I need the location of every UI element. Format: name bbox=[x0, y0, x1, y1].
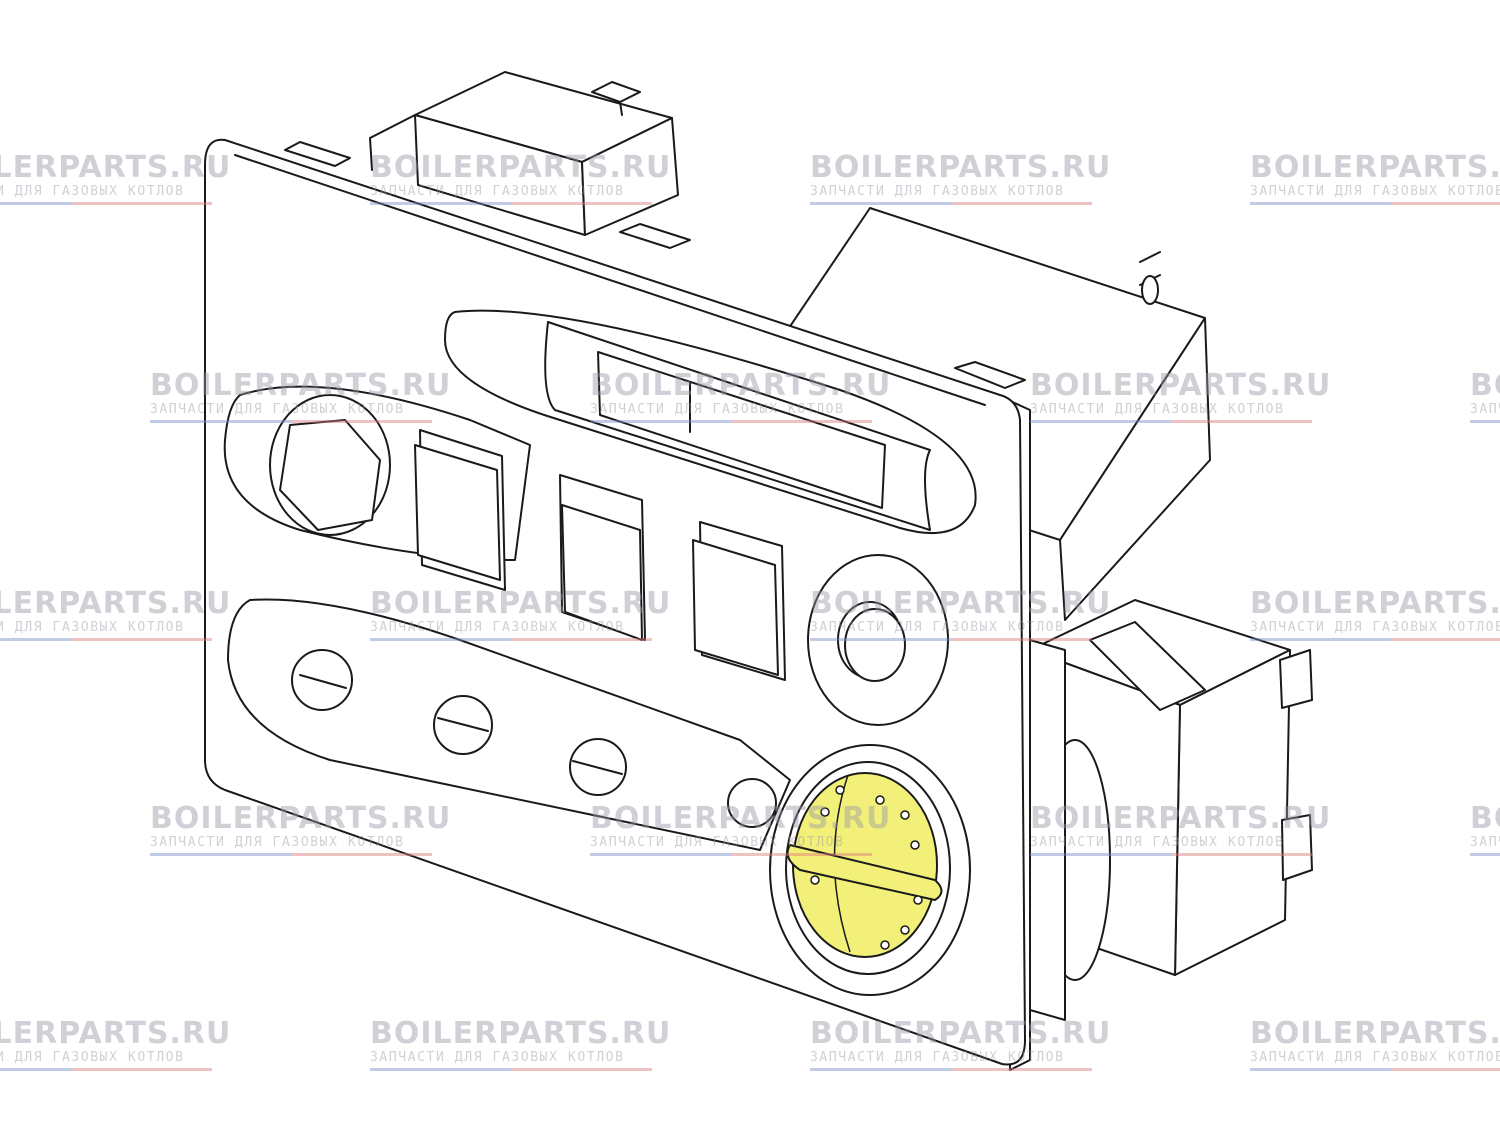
thermostat-body bbox=[1029, 599, 1313, 981]
temperature-control-knob bbox=[786, 772, 943, 958]
display-recess bbox=[444, 309, 977, 535]
panel-clip-mid bbox=[619, 223, 691, 249]
screw-1 bbox=[291, 649, 353, 711]
reset-button bbox=[279, 419, 381, 531]
rear-relay-housing bbox=[369, 71, 679, 236]
switch-2 bbox=[559, 474, 646, 641]
switch-1 bbox=[414, 429, 506, 591]
panel-mount-bracket bbox=[1029, 639, 1066, 1021]
indicator-lamp bbox=[807, 554, 949, 726]
panel-clip-right bbox=[954, 361, 1026, 389]
panel-clip-left bbox=[284, 141, 351, 167]
lower-recess bbox=[227, 598, 791, 851]
digital-display bbox=[597, 351, 886, 509]
screw-4 bbox=[727, 778, 777, 828]
switch-3 bbox=[692, 521, 786, 681]
